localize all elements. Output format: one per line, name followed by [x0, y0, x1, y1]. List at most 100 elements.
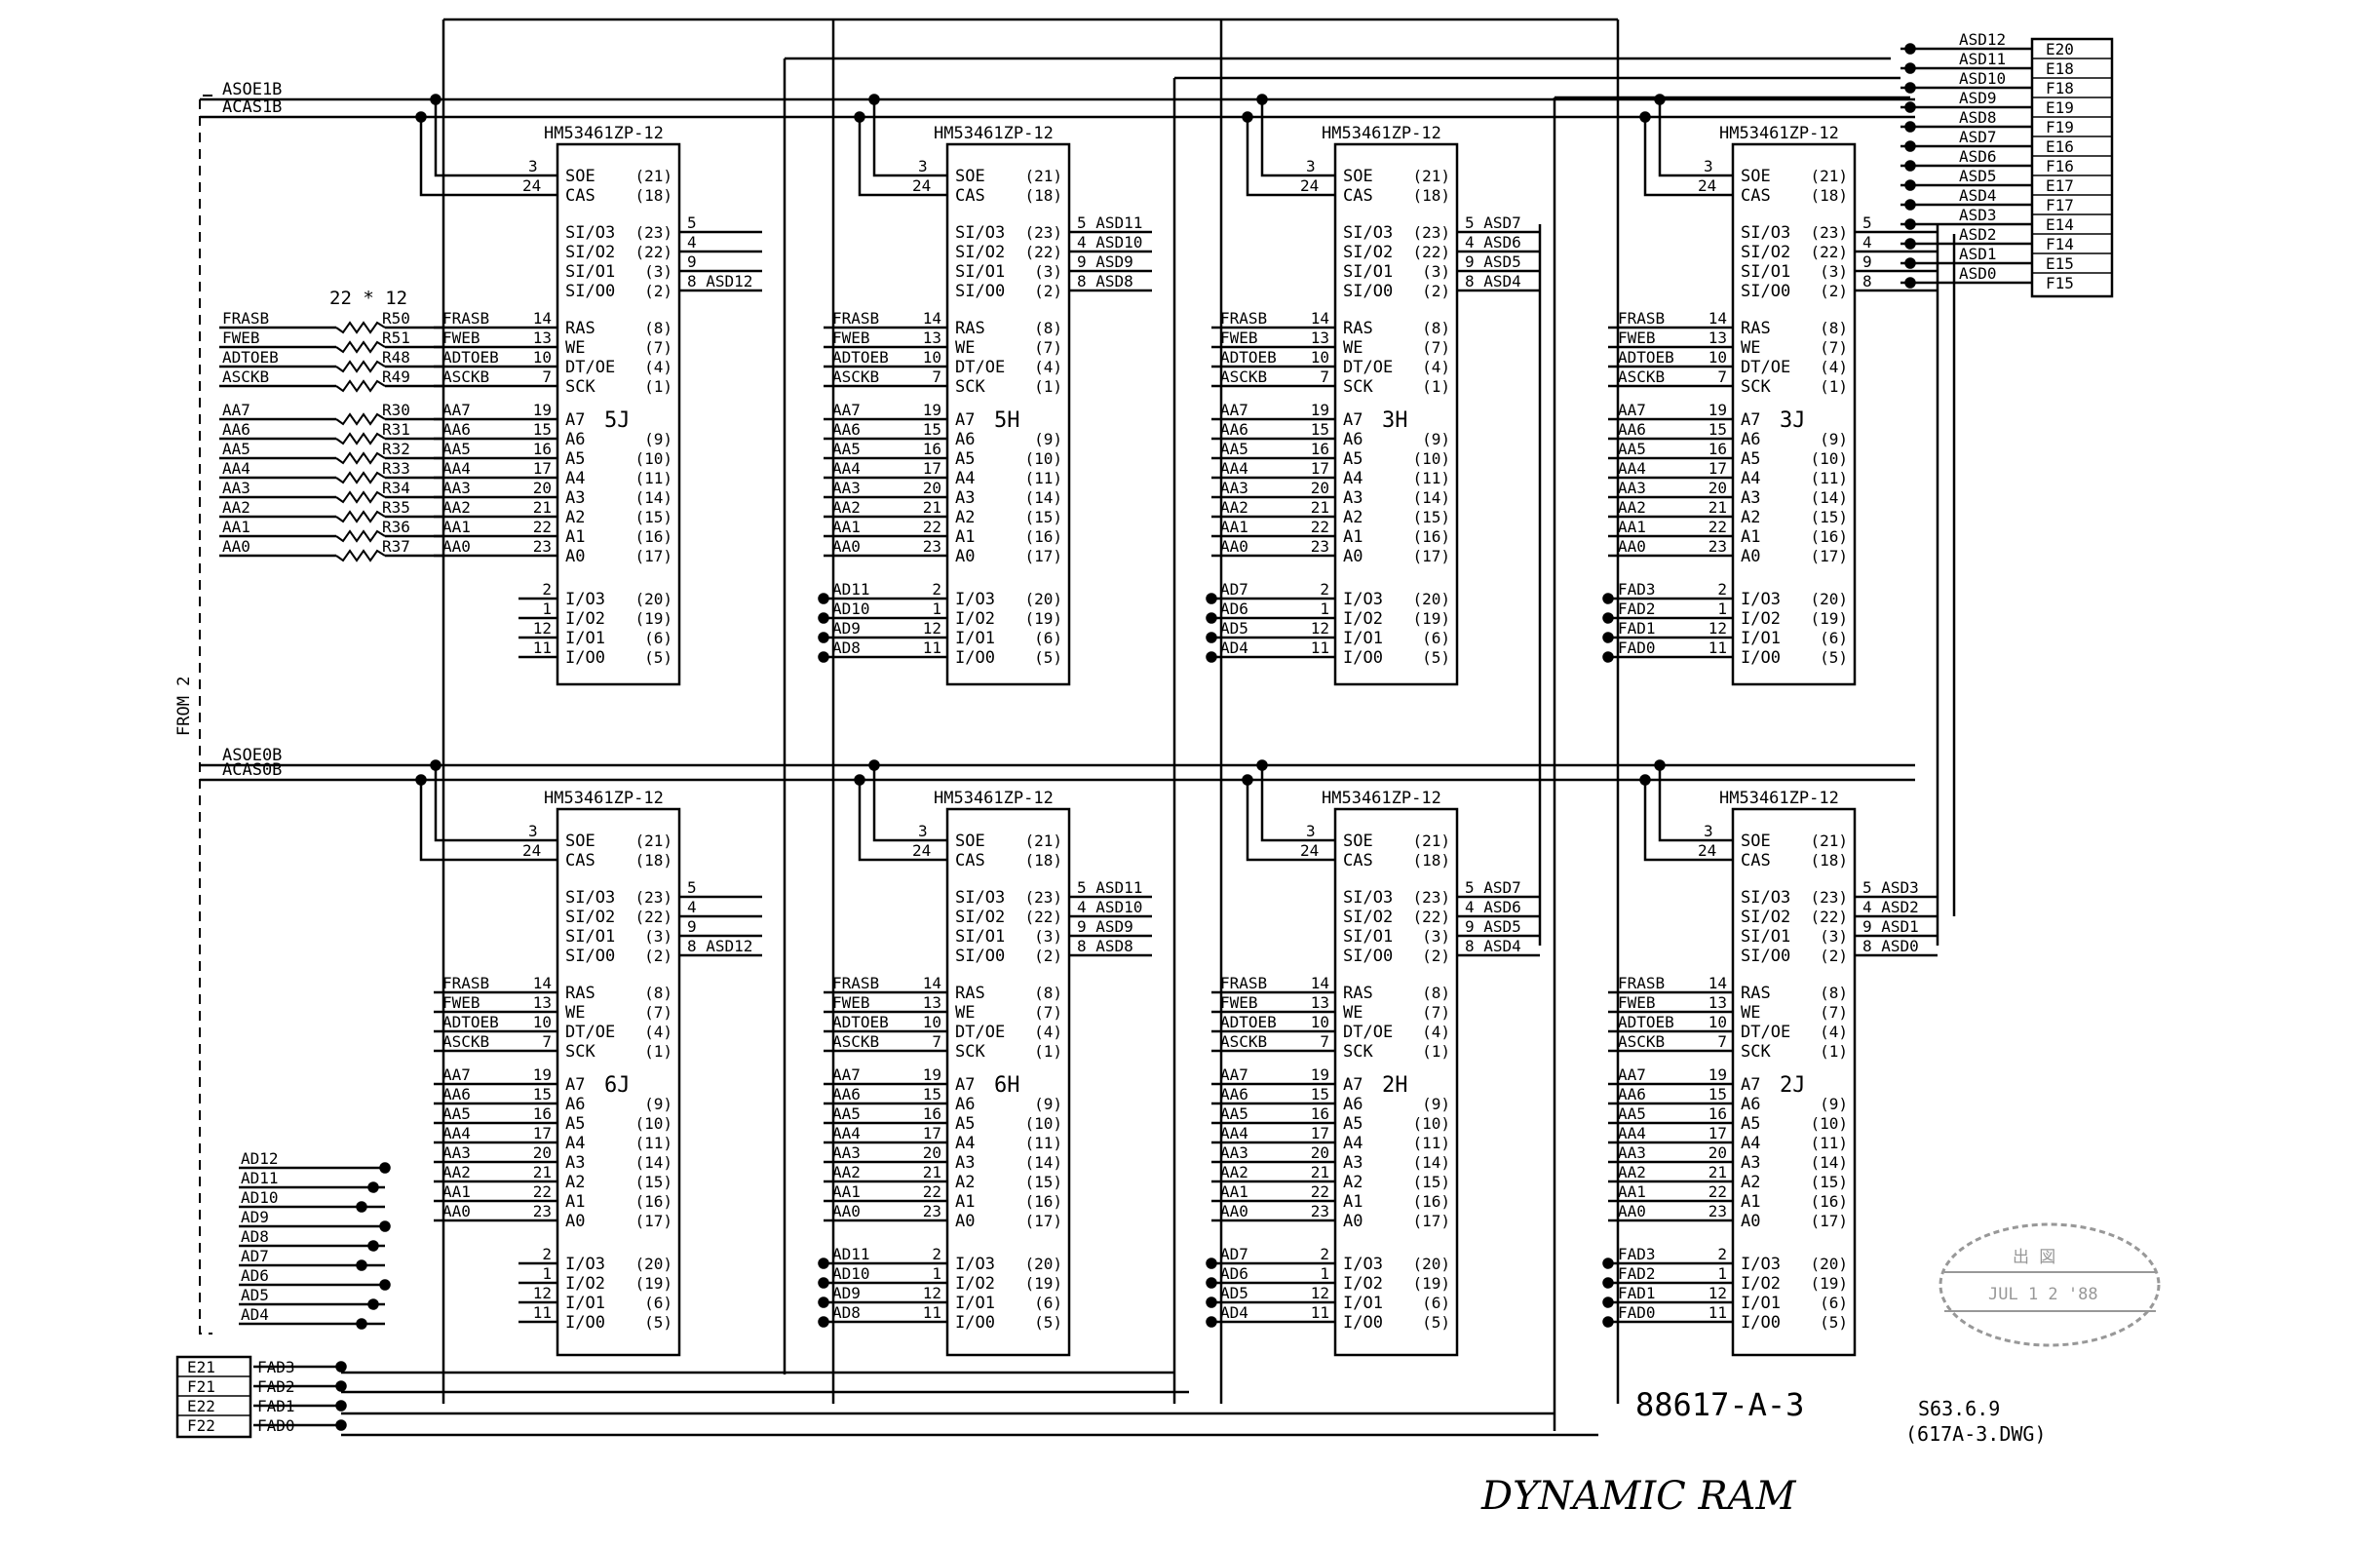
addr-net: AA3 [1220, 1143, 1248, 1162]
pin-package: (23) [1810, 888, 1848, 907]
junction-dot [1256, 759, 1268, 771]
pin-name: A1 [565, 1192, 585, 1212]
resistor-ref: R48 [382, 348, 410, 367]
pin-name: I/O2 [565, 1274, 605, 1294]
pin-number: 1 [542, 600, 552, 618]
pin-name: SI/O3 [565, 223, 615, 243]
chip-reference: 3H [1382, 408, 1408, 433]
ad-bus-net: AD9 [241, 1208, 269, 1226]
pin-number: 19 [923, 1065, 941, 1084]
chip-part-number: HM53461ZP-12 [934, 789, 1054, 808]
chip-part-number: HM53461ZP-12 [934, 124, 1054, 143]
chip-reference: 2J [1780, 1073, 1806, 1098]
pin-package: (15) [1810, 508, 1848, 526]
pin-package: (22) [1024, 243, 1062, 261]
pin-package: (3) [644, 262, 672, 281]
junction-dot [335, 1400, 347, 1412]
junction-dot [1904, 140, 1916, 152]
pin-number: 19 [1311, 401, 1329, 419]
pin-package: (1) [1820, 1042, 1848, 1061]
pin-package: (5) [1422, 648, 1450, 667]
junction-dot [868, 94, 880, 105]
pin-package: (8) [1820, 984, 1848, 1002]
pin-package: (18) [1412, 851, 1450, 870]
pin-package: (16) [1024, 527, 1062, 546]
pin-name: SI/O1 [565, 262, 615, 282]
ctl-net: ASCKB [1618, 368, 1665, 386]
resistor-net: FRASB [222, 309, 269, 328]
pin-name: SCK [565, 1042, 595, 1062]
pin-package: (3) [1034, 927, 1062, 946]
pin-package: (7) [1422, 1003, 1450, 1022]
pin-name: A0 [955, 547, 975, 566]
pin-number: 2 [932, 1245, 941, 1263]
junction-dot [1904, 218, 1916, 230]
sio-label: 5 [687, 878, 697, 897]
pin-package: (20) [1412, 1255, 1450, 1273]
junction-dot [1602, 612, 1614, 624]
pin-package: (5) [644, 648, 672, 667]
addr-net: AA7 [442, 401, 471, 419]
pin-package: (8) [1422, 319, 1450, 337]
connector-right-net: ASD1 [1959, 245, 1997, 263]
pin-package: (17) [1810, 1212, 1848, 1230]
addr-net: AA7 [1220, 1065, 1248, 1084]
pin-package: (18) [1810, 186, 1848, 205]
junction-dot [1242, 774, 1253, 786]
pin-number: 3 [918, 822, 928, 840]
pin-package: (14) [634, 488, 672, 507]
addr-net: AA3 [442, 479, 471, 497]
pin-name: A2 [565, 508, 585, 527]
addr-net: AA2 [442, 1163, 471, 1181]
pin-name: A0 [565, 1212, 585, 1231]
pin-package: (23) [1024, 223, 1062, 242]
ad-bus-net: AD8 [241, 1227, 269, 1246]
addr-net: AA2 [832, 1163, 861, 1181]
pin-number: 2 [542, 1245, 552, 1263]
pin-number: 2 [1717, 1245, 1727, 1263]
pin-name: A6 [955, 1095, 975, 1114]
pin-package: (15) [1810, 1173, 1848, 1191]
pin-name: SCK [1741, 1042, 1771, 1062]
cas-wire [1246, 117, 1335, 197]
pin-name: SI/O2 [565, 908, 615, 927]
cas-wire [419, 117, 557, 197]
bus-label-top-0: ASOE1B [222, 80, 282, 99]
io-net: AD7 [1220, 580, 1248, 599]
io-net: AD7 [1220, 1245, 1248, 1263]
ad-bus-net: AD6 [241, 1266, 269, 1285]
pin-name: A3 [1343, 1153, 1363, 1173]
sio-label: 9 ASD9 [1077, 917, 1133, 936]
pin-name: SI/O1 [1343, 927, 1393, 947]
junction-dot [1602, 1316, 1614, 1328]
stamp-line1: 出 図 [2013, 1248, 2055, 1267]
pin-package: (6) [1034, 629, 1062, 647]
pin-package: (11) [1412, 469, 1450, 487]
pin-number: 16 [1311, 1104, 1329, 1123]
pin-package: (15) [1412, 1173, 1450, 1191]
pin-package: (21) [634, 832, 672, 850]
pin-package: (9) [1034, 1095, 1062, 1113]
sio-label: 4 [687, 898, 697, 916]
connector-right-box [2030, 37, 2114, 298]
ad-bus-net: AD11 [241, 1169, 279, 1187]
resistor-net: AA1 [222, 518, 250, 536]
chip-body [556, 807, 681, 1357]
pin-package: (19) [1412, 1274, 1450, 1293]
pin-number: 12 [533, 1284, 552, 1302]
pin-number: 20 [923, 479, 941, 497]
ad-bus-net: AD10 [241, 1188, 279, 1207]
pin-number: 20 [1708, 1143, 1727, 1162]
sio-label: 8 ASD8 [1077, 272, 1133, 290]
pin-name: I/O2 [1343, 1274, 1383, 1294]
junction-dot [430, 94, 441, 105]
stamp-date: JUL 1 2 '88 [1988, 1285, 2098, 1304]
pin-package: (3) [1820, 927, 1848, 946]
pin-package: (5) [1820, 648, 1848, 667]
pin-name: A4 [1741, 469, 1760, 488]
pin-package: (1) [644, 377, 672, 396]
addr-net: AA0 [442, 1202, 471, 1220]
connector-right-net: ASD9 [1959, 89, 1997, 107]
junction-dot [1206, 1258, 1217, 1269]
io-net: AD10 [832, 600, 870, 618]
